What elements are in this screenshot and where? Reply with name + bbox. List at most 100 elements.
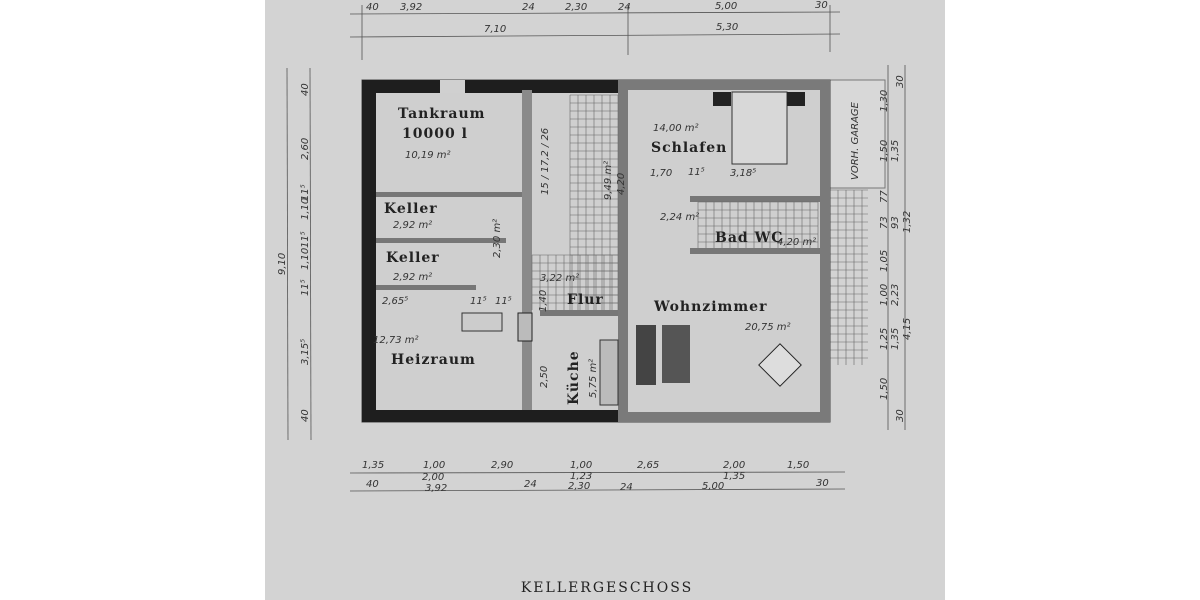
dimension-label: 1,30 bbox=[879, 90, 890, 112]
room-name-kueche: Küche bbox=[566, 350, 582, 405]
dimension-label: 2,00 bbox=[422, 472, 444, 483]
room-name-flur: Flur bbox=[567, 292, 604, 308]
room-name-keller: Keller bbox=[386, 250, 440, 266]
dimension-label: 40 bbox=[366, 479, 379, 490]
dimension-label: 30 bbox=[895, 75, 906, 88]
dim-label: 11⁵ bbox=[470, 296, 487, 307]
terrace-tiles bbox=[829, 189, 868, 365]
dimension-label: 3,92 bbox=[425, 483, 447, 494]
floor-tiles bbox=[531, 94, 819, 310]
dimension-label: 1,23 bbox=[570, 471, 592, 482]
dimension-label: 1,35 bbox=[890, 328, 901, 350]
area-hall: 2,24 m² bbox=[660, 212, 699, 223]
room-name-schlafen: Schlafen bbox=[651, 140, 727, 156]
dimension-label: 3,15⁵ bbox=[300, 339, 311, 365]
dim-label: 11⁵ bbox=[495, 296, 512, 307]
dimension-label: 30 bbox=[816, 478, 829, 489]
area-flur: 3,22 m² bbox=[540, 273, 579, 284]
dimension-label: 40 bbox=[300, 83, 311, 96]
dimension-label: 11⁵ bbox=[300, 184, 311, 201]
dimension-label: 3,92 bbox=[400, 2, 422, 13]
room-name-tankraum: Tankraum bbox=[398, 106, 485, 122]
area-schlafen: 14,00 m² bbox=[653, 123, 699, 134]
bottom-dimensions: 1,35 1,00 2,00 2,90 1,00 1,23 2,65 2,00 … bbox=[362, 460, 829, 494]
area-stairs: 9,49 m² bbox=[603, 161, 614, 200]
garage-area bbox=[829, 79, 886, 189]
area-keller: 2,92 m² bbox=[393, 220, 432, 231]
dimension-label: 30 bbox=[895, 409, 906, 422]
dimension-label: 2,90 bbox=[491, 460, 513, 471]
dimension-label: 93 bbox=[890, 216, 901, 229]
dimension-label: 1,50 bbox=[879, 140, 890, 162]
room-name-bad-wc: Bad WC bbox=[715, 230, 783, 246]
dimension-label: 5,30 bbox=[716, 22, 738, 33]
dimension-label: 40 bbox=[300, 409, 311, 422]
dimension-label: 1,32 bbox=[902, 211, 913, 233]
dimension-label: 1,05 bbox=[879, 250, 890, 272]
dimension-label: 2,00 bbox=[723, 460, 745, 471]
dimension-label: 11⁵ bbox=[300, 279, 311, 296]
kitchen-counter bbox=[599, 339, 619, 406]
top-dimensions: 40 3,92 24 2,30 24 5,00 30 7,10 5,30 bbox=[366, 0, 828, 35]
dimension-label: 1,10 bbox=[300, 198, 311, 220]
coffee-table bbox=[662, 325, 690, 383]
area-bad: 4,20 m² bbox=[777, 237, 816, 248]
dimension-label: 1,35 bbox=[890, 140, 901, 162]
area-keller: 2,92 m² bbox=[393, 272, 432, 283]
dimension-label: 9,10 bbox=[277, 253, 288, 275]
dim-flur: 1,40 bbox=[538, 290, 549, 312]
dim-kueche: 2,50 bbox=[539, 366, 550, 388]
room-name-heizraum: Heizraum bbox=[391, 352, 476, 368]
dimension-label: 24 bbox=[620, 482, 633, 493]
bed bbox=[731, 91, 788, 165]
area-small-corridor: 2,30 m² bbox=[492, 219, 503, 258]
tank-capacity: 10000 l bbox=[402, 126, 468, 142]
room-name-wohnzimmer: Wohnzimmer bbox=[653, 299, 767, 315]
dimension-label: 7,10 bbox=[484, 24, 506, 35]
dimension-label: 24 bbox=[524, 479, 537, 490]
dimension-label: 1,25 bbox=[879, 328, 890, 350]
stair-steps: 15 / 17,2 / 26 bbox=[540, 128, 551, 195]
dimension-label: 1,50 bbox=[787, 460, 809, 471]
dimension-label: 1,50 bbox=[879, 378, 890, 400]
dimension-label: 1,00 bbox=[879, 284, 890, 306]
dimension-label: 1,00 bbox=[570, 460, 592, 471]
dining-table bbox=[758, 343, 802, 387]
garage-label: VORH. GARAGE bbox=[850, 101, 861, 180]
area-heizraum: 12,73 m² bbox=[373, 335, 419, 346]
dim-label: 1,70 bbox=[650, 168, 672, 179]
dimension-label: 2,30 bbox=[565, 2, 587, 13]
nightstand bbox=[787, 92, 805, 106]
dimension-label: 5,00 bbox=[702, 481, 724, 492]
shelf bbox=[636, 325, 656, 385]
area-wohnzimmer: 20,75 m² bbox=[745, 322, 791, 333]
area-tankraum: 10,19 m² bbox=[405, 150, 451, 161]
area-kueche: 5,75 m² bbox=[588, 359, 599, 398]
dim-label: 11⁵ bbox=[688, 167, 705, 178]
dimension-label: 1,35 bbox=[723, 471, 745, 482]
dimension-label: 4,15 bbox=[902, 318, 913, 340]
room-name-keller: Keller bbox=[384, 201, 438, 217]
dimension-label: 2,65 bbox=[637, 460, 659, 471]
right-dimensions: 30 1,30 1,50 1,35 77 73 93 1,32 1,05 1,0… bbox=[879, 75, 913, 422]
stair-length: 4,20 bbox=[616, 173, 627, 195]
drawing-title: KELLERGESCHOSS bbox=[521, 580, 693, 596]
dimension-label: 24 bbox=[618, 2, 631, 13]
furnace bbox=[517, 312, 533, 342]
dimension-label: 30 bbox=[815, 0, 828, 11]
dimension-lines bbox=[286, 5, 906, 492]
dimension-label: 2,30 bbox=[568, 481, 590, 492]
dim-label: 3,18⁵ bbox=[730, 168, 756, 179]
dimension-label: 2,60 bbox=[300, 138, 311, 160]
dimension-label: 77 bbox=[879, 190, 890, 203]
dimension-label: 1,00 bbox=[423, 460, 445, 471]
dimension-label: 73 bbox=[879, 216, 890, 229]
nightstand bbox=[713, 92, 731, 106]
dimension-label: 1,10 bbox=[300, 248, 311, 270]
dimension-label: 5,00 bbox=[715, 1, 737, 12]
dimension-label: 11⁵ bbox=[300, 231, 311, 248]
left-dimensions: 40 2,60 11⁵ 1,10 11⁵ 1,10 11⁵ 3,15⁵ 40 9… bbox=[277, 83, 311, 422]
dimension-label: 2,23 bbox=[890, 284, 901, 306]
dimension-label: 40 bbox=[366, 2, 379, 13]
